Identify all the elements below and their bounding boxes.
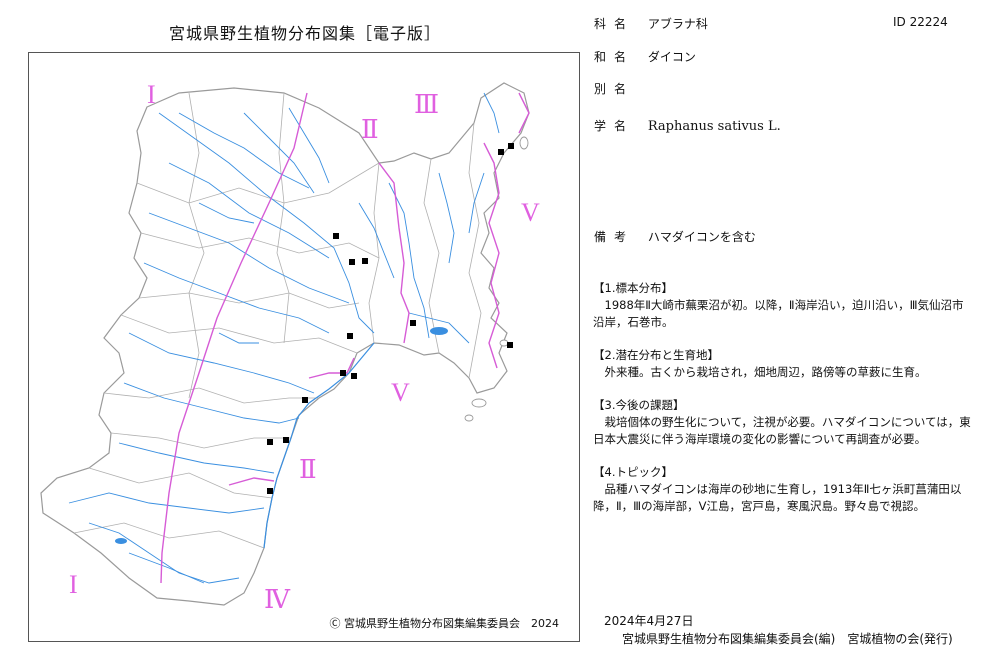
publication-date: 2024年4月27日 [604, 614, 694, 628]
region-label-i-bottom: I [69, 570, 78, 599]
note-block: 【1.標本分布】 1988年Ⅱ大崎市蕪栗沼が初。以降，Ⅱ海岸沿い，迫川沿い，Ⅲ気… [593, 280, 973, 331]
municipal-borders [73, 92, 482, 549]
record-marker [267, 488, 273, 494]
scientific-name-label: 学名 [594, 119, 635, 133]
note-heading: 【1.標本分布】 [593, 281, 673, 295]
note-body: 品種ハマダイコンは海岸の砂地に生育し，1913年Ⅱ七ヶ浜町菖蒲田以降，Ⅱ，Ⅲの海… [593, 482, 962, 513]
scientific-name-row: 学名 Raphanus sativus L. [594, 117, 781, 134]
note-heading: 【3.今後の課題】 [593, 398, 685, 412]
record-marker [362, 258, 368, 264]
family-label: 科名 [594, 17, 635, 31]
note-body: 外来種。古くから栽培され，畑地周辺，路傍等の草薮に生育。 [604, 365, 927, 379]
alias-row: 別名 [594, 80, 648, 97]
region-label-ii-bottom: Ⅱ [299, 455, 317, 484]
note-heading: 【4.トピック】 [593, 465, 673, 479]
remarks-label: 備考 [594, 230, 635, 244]
alias-label: 別名 [594, 82, 635, 96]
region-label-ii-top: Ⅱ [361, 115, 379, 144]
region-label-iv: Ⅳ [264, 585, 291, 614]
note-block: 【3.今後の課題】 栽培個体の野生化について，注視が必要。ハマダイコンについては… [593, 397, 973, 448]
japanese-name-row: 和名 ダイコン [594, 48, 696, 65]
zone-boundaries [160, 92, 530, 584]
remarks-row: 備考 ハマダイコンを含む [594, 228, 756, 245]
record-marker [507, 342, 513, 348]
record-marker [498, 149, 504, 155]
note-heading: 【2.潜在分布と生育地】 [593, 348, 719, 362]
record-marker [340, 370, 346, 376]
species-id: ID 22224 [893, 15, 948, 29]
region-label-v-right: V [521, 198, 540, 227]
map-title: 宮城県野生植物分布図集［電子版］ [168, 24, 441, 43]
note-body: 1988年Ⅱ大崎市蕪栗沼が初。以降，Ⅱ海岸沿い，迫川沿い，Ⅲ気仙沼市沿岸，石巻市… [593, 298, 964, 329]
record-marker [333, 233, 339, 239]
lake [430, 327, 448, 335]
map-svg: I Ⅱ Ⅲ V V Ⅱ I Ⅳ [40, 80, 540, 614]
lake [115, 538, 127, 544]
prefecture-outline [40, 82, 530, 606]
record-marker [349, 259, 355, 265]
record-marker [302, 397, 308, 403]
region-label-iii: Ⅲ [414, 90, 439, 119]
note-block: 【2.潜在分布と生育地】 外来種。古くから栽培され，畑地周辺，路傍等の草薮に生育… [593, 347, 973, 381]
record-marker [410, 320, 416, 326]
region-label-v-center: V [391, 378, 410, 407]
japanese-name-label: 和名 [594, 50, 635, 64]
family-value: アブラナ科 [647, 17, 708, 31]
distribution-map: I Ⅱ Ⅲ V V Ⅱ I Ⅳ Ⓒ 宮城県野生植物分布図集編集委員会 [28, 52, 580, 642]
map-copyright: Ⓒ 宮城県野生植物分布図集編集委員会 2024 [329, 617, 560, 630]
region-label-i-top: I [147, 80, 156, 109]
record-marker [267, 439, 273, 445]
publisher: 宮城県野生植物分布図集編集委員会(編) 宮城植物の会(発行) [622, 632, 953, 646]
notes-section: 【1.標本分布】 1988年Ⅱ大崎市蕪栗沼が初。以降，Ⅱ海岸沿い，迫川沿い，Ⅲ気… [593, 280, 973, 531]
record-marker [347, 333, 353, 339]
record-marker [283, 437, 289, 443]
islands [464, 136, 529, 422]
rivers [68, 92, 500, 584]
japanese-name-value: ダイコン [647, 50, 696, 64]
note-block: 【4.トピック】 品種ハマダイコンは海岸の砂地に生育し，1913年Ⅱ七ヶ浜町菖蒲… [593, 464, 973, 515]
coastline [263, 342, 375, 549]
family-row: 科名 アブラナ科 [594, 15, 708, 32]
record-marker [351, 373, 357, 379]
remarks-value: ハマダイコンを含む [647, 230, 756, 244]
record-marker [508, 143, 514, 149]
scientific-name-value: Raphanus sativus L. [647, 119, 781, 134]
note-body: 栽培個体の野生化について，注視が必要。ハマダイコンについては，東日本大震災に伴う… [593, 415, 971, 446]
